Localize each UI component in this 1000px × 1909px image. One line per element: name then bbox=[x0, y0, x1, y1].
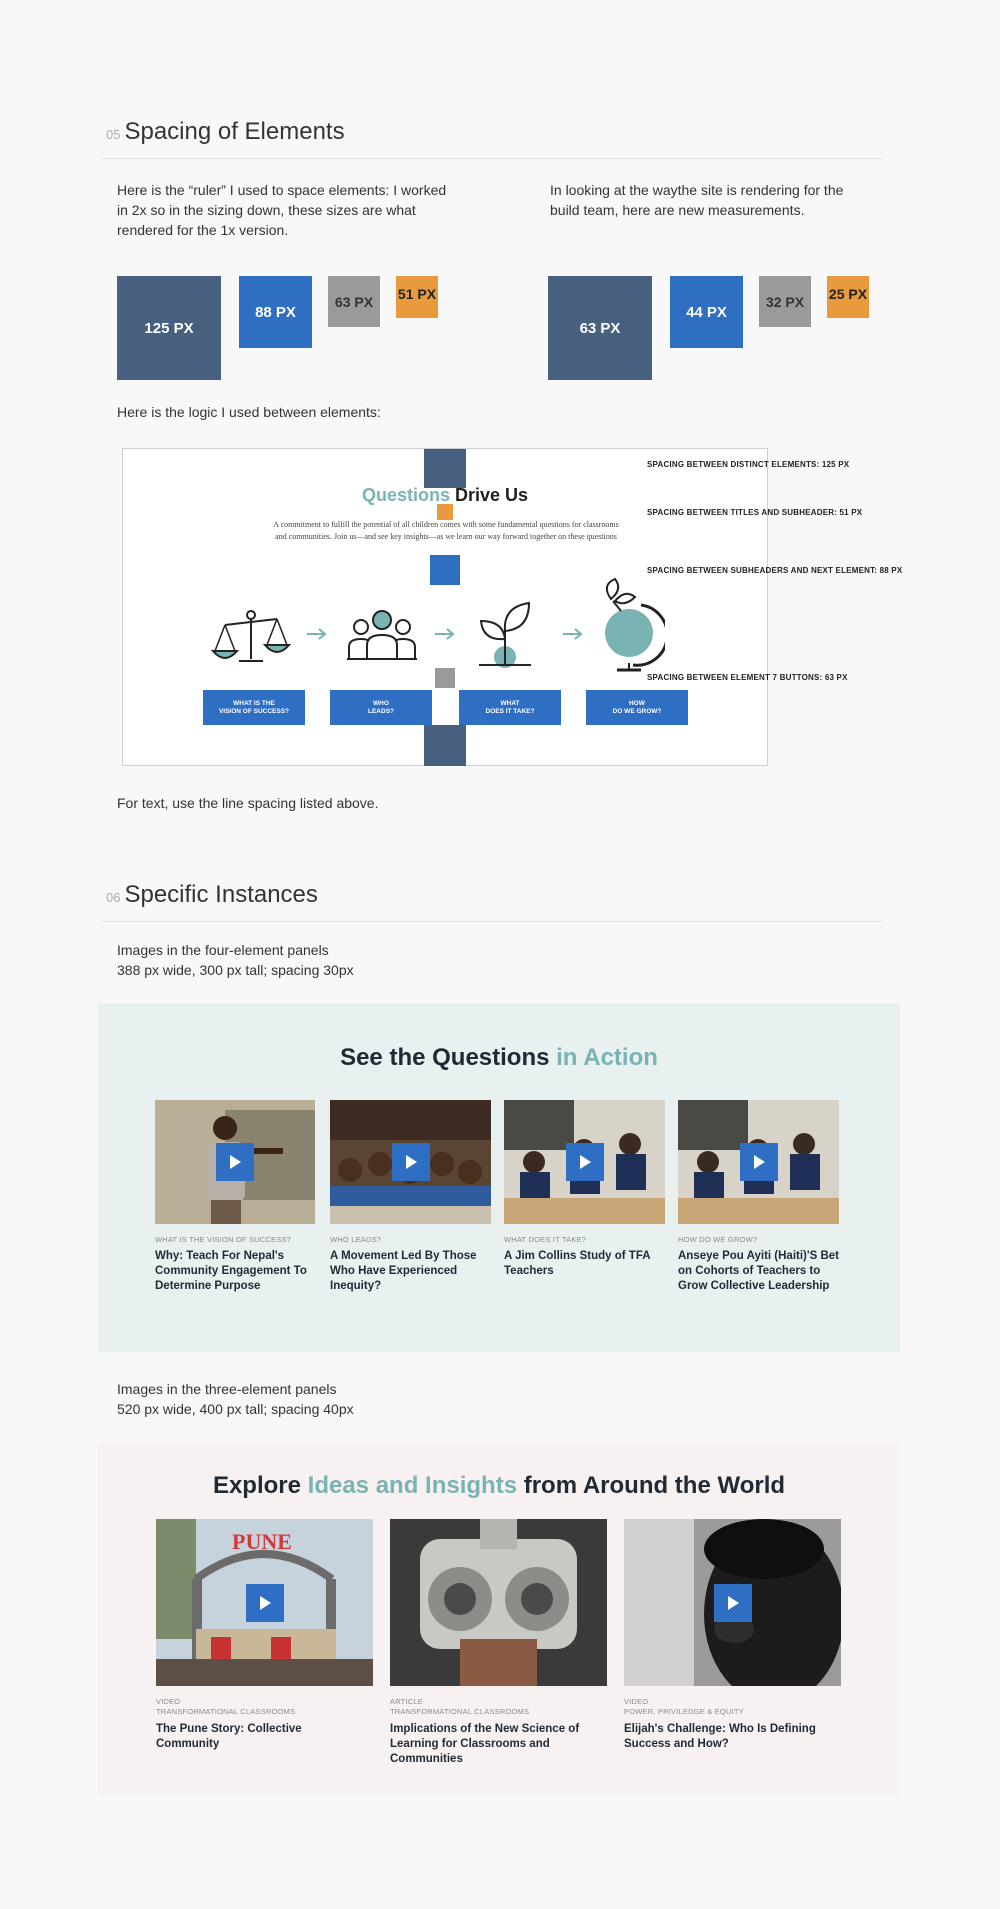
how-do-we-grow-button[interactable]: HOW DO WE GROW? bbox=[586, 690, 688, 725]
play-icon bbox=[260, 1596, 271, 1610]
text-spacing-note: For text, use the line spacing listed ab… bbox=[117, 795, 379, 811]
new-measurements-explanation: In looking at the waythe site is renderi… bbox=[550, 182, 844, 218]
play-button[interactable] bbox=[392, 1143, 430, 1181]
play-button[interactable] bbox=[714, 1584, 752, 1622]
card-eyebrow: HOW DO WE GROW? bbox=[678, 1235, 758, 1244]
section-number: 06 bbox=[106, 890, 121, 905]
card-title-link[interactable]: Elijah's Challenge: Who Is Defining Succ… bbox=[624, 1723, 816, 1750]
globe-icon bbox=[605, 577, 665, 672]
play-icon bbox=[580, 1155, 591, 1169]
section-title: Specific Instances bbox=[124, 881, 318, 908]
card-thumbnail[interactable] bbox=[504, 1100, 665, 1224]
spacer-51 bbox=[437, 504, 453, 520]
play-button[interactable] bbox=[566, 1143, 604, 1181]
plant-icon bbox=[479, 601, 531, 668]
section-title: Spacing of Elements bbox=[124, 118, 345, 145]
ruler-square-88: 88 PX bbox=[239, 276, 312, 348]
card-title-link[interactable]: A Movement Led By Those Who Have Experie… bbox=[330, 1250, 477, 1292]
spacer-125-bottom bbox=[424, 725, 466, 766]
card-thumbnail[interactable] bbox=[390, 1519, 607, 1686]
panel-title: See the Questions in Action bbox=[340, 1044, 658, 1071]
card-title-link[interactable]: A Jim Collins Study of TFA Teachers bbox=[504, 1250, 651, 1277]
card-thumbnail[interactable] bbox=[155, 1100, 315, 1224]
pune-sign: PUNE bbox=[232, 1529, 292, 1554]
diagram-body: A commitment to fulfill the potential of… bbox=[273, 520, 619, 541]
play-button[interactable] bbox=[740, 1143, 778, 1181]
ruler-explanation: Here is the “ruler” I used to space elem… bbox=[117, 182, 447, 238]
spacer-63 bbox=[435, 668, 455, 688]
scales-icon bbox=[211, 610, 291, 662]
ruler-square-63: 63 PX bbox=[328, 276, 380, 327]
card-eyebrow: WHAT IS THE VISION OF SUCCESS? bbox=[155, 1235, 292, 1244]
card-eyebrow: WHO LEADS? bbox=[330, 1235, 382, 1244]
play-icon bbox=[230, 1155, 241, 1169]
card-title-link[interactable]: Why: Teach For Nepal's Community Engagem… bbox=[155, 1250, 307, 1292]
spacing-logic-diagram: Questions Drive Us A commitment to fulfi… bbox=[122, 448, 768, 766]
card-thumbnail[interactable] bbox=[624, 1519, 841, 1686]
new-ruler-square-32: 32 PX bbox=[759, 276, 811, 327]
play-button[interactable] bbox=[216, 1143, 254, 1181]
spacer-88 bbox=[430, 555, 460, 585]
play-icon bbox=[406, 1155, 417, 1169]
logic-intro: Here is the logic I used between element… bbox=[117, 404, 381, 420]
arrow-right-icon bbox=[435, 628, 455, 640]
who-leads-button[interactable]: WHO LEADS? bbox=[330, 690, 432, 725]
arrow-right-icon bbox=[307, 628, 327, 640]
section-number: 05 bbox=[106, 127, 121, 142]
three-element-panel: Explore Ideas and Insights from Around t… bbox=[98, 1442, 900, 1794]
card-eyebrow: VIDEO TRANSFORMATIONAL CLASSROOMS bbox=[156, 1697, 296, 1716]
ruler-square-51: 51 PX bbox=[396, 276, 438, 318]
four-element-panel: See the Questions in Action WHAT IS THE … bbox=[98, 1003, 900, 1352]
three-panel-note: Images in the three-element panels 520 p… bbox=[117, 1381, 354, 1417]
teacher-chalkboard-image bbox=[155, 1100, 315, 1224]
young-man-portrait-image bbox=[624, 1519, 841, 1686]
play-icon bbox=[754, 1155, 765, 1169]
what-does-it-take-button[interactable]: WHAT DOES IT TAKE? bbox=[459, 690, 561, 725]
arrow-right-icon bbox=[563, 628, 583, 640]
section-06-header: 06 Specific Instances bbox=[106, 881, 318, 909]
card-title-link[interactable]: The Pune Story: Collective Community bbox=[156, 1723, 302, 1750]
new-ruler-square-63: 63 PX bbox=[548, 276, 652, 380]
spacer-125-top bbox=[424, 449, 466, 488]
card-thumbnail[interactable]: PUNE bbox=[156, 1519, 373, 1686]
annotation-subheaders-next: SPACING BETWEEN SUBHEADERS AND NEXT ELEM… bbox=[647, 566, 903, 575]
new-ruler-square-44: 44 PX bbox=[670, 276, 743, 348]
play-button[interactable] bbox=[246, 1584, 284, 1622]
card-title-link[interactable]: Implications of the New Science of Learn… bbox=[390, 1723, 580, 1765]
card-eyebrow: ARTICLE TRANSFORMATIONAL CLASSROOMS bbox=[390, 1697, 530, 1716]
card-eyebrow: WHAT DOES IT TAKE? bbox=[504, 1235, 587, 1244]
annotation-titles-subheader: SPACING BETWEEN TITLES AND SUBHEADER: 51… bbox=[647, 508, 863, 517]
vision-of-success-button[interactable]: WHAT IS THE VISION OF SUCCESS? bbox=[203, 690, 305, 725]
card-title-link[interactable]: Anseye Pou Ayiti (Haiti)'S Bet on Cohort… bbox=[678, 1250, 839, 1292]
section-05-header: 05 Spacing of Elements bbox=[106, 118, 345, 146]
four-panel-note: Images in the four-element panels 388 px… bbox=[117, 942, 354, 978]
new-ruler-square-25: 25 PX bbox=[827, 276, 869, 318]
diagram-title: Questions Drive Us bbox=[361, 485, 529, 505]
card-eyebrow: VIDEO POWER, PRIVILEDGE & EQUITY bbox=[624, 1697, 744, 1716]
eye-exam-image bbox=[390, 1519, 607, 1686]
panel-title: Explore Ideas and Insights from Around t… bbox=[212, 1472, 786, 1499]
annotation-buttons: SPACING BETWEEN ELEMENT 7 BUTTONS: 63 PX bbox=[647, 673, 848, 682]
ruler-square-125: 125 PX bbox=[117, 276, 221, 380]
card-thumbnail[interactable] bbox=[678, 1100, 839, 1224]
section-divider bbox=[102, 158, 882, 159]
card-thumbnail[interactable] bbox=[330, 1100, 491, 1224]
section-divider bbox=[102, 921, 882, 922]
group-icon bbox=[347, 610, 417, 660]
play-icon bbox=[728, 1596, 739, 1610]
annotation-distinct-elements: SPACING BETWEEN DISTINCT ELEMENTS: 125 P… bbox=[647, 460, 850, 469]
